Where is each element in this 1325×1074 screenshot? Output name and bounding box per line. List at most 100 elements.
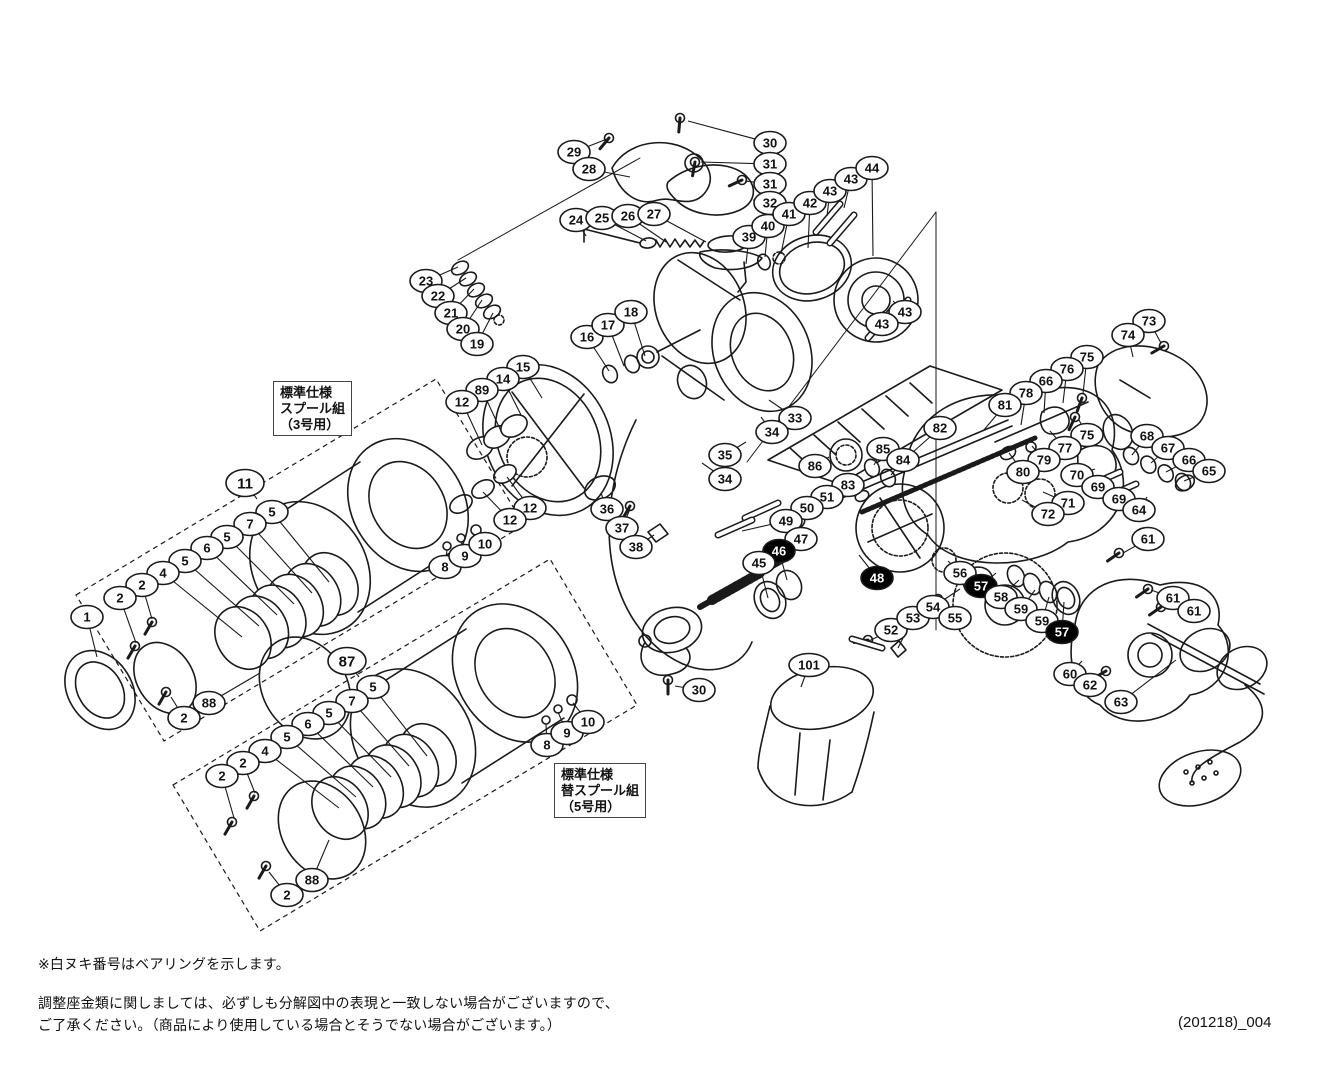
callout-78: 78 [1009,380,1043,406]
svg-text:49: 49 [779,514,793,529]
callout-61: 61 [1131,526,1165,552]
label-standard-spool-3: 標準仕様 スプール組 （3号用） [273,381,353,436]
svg-text:64: 64 [1132,503,1147,518]
callout-31: 31 [753,151,787,177]
svg-text:37: 37 [615,521,629,536]
callout-101: 101 [788,652,830,678]
callout-30: 30 [753,130,787,156]
callout-11: 11 [225,468,265,498]
svg-text:84: 84 [896,453,911,468]
svg-text:8: 8 [543,738,550,753]
callout-28: 28 [572,156,606,182]
callout-62: 62 [1073,672,1107,698]
svg-text:31: 31 [763,177,777,192]
svg-text:19: 19 [470,337,484,352]
svg-text:60: 60 [1063,667,1077,682]
svg-text:50: 50 [800,501,814,516]
callout-30: 30 [682,677,716,703]
callout-63: 63 [1104,689,1138,715]
svg-text:101: 101 [798,658,820,673]
svg-text:9: 9 [563,726,570,741]
label-line: スプール組 [280,401,346,416]
svg-text:51: 51 [820,490,834,505]
svg-text:62: 62 [1083,678,1097,693]
svg-text:30: 30 [763,136,777,151]
svg-text:88: 88 [305,873,319,888]
svg-text:69: 69 [1091,480,1105,495]
svg-text:15: 15 [516,360,530,375]
callout-10: 10 [468,531,502,557]
svg-text:5: 5 [223,530,230,545]
callout-88: 88 [192,690,226,716]
callout-5: 5 [356,674,390,700]
svg-text:81: 81 [998,398,1012,413]
svg-text:2: 2 [218,769,225,784]
svg-text:22: 22 [431,289,445,304]
callout-64: 64 [1122,497,1156,523]
svg-text:42: 42 [803,196,817,211]
svg-text:21: 21 [444,306,458,321]
svg-text:2: 2 [239,756,246,771]
svg-text:68: 68 [1140,429,1154,444]
svg-text:11: 11 [237,475,253,492]
svg-text:85: 85 [876,442,890,457]
svg-text:17: 17 [601,318,615,333]
callout-81: 81 [988,392,1022,418]
label-line: 標準仕様 [561,767,614,782]
svg-text:61: 61 [1141,532,1155,547]
svg-text:77: 77 [1058,441,1072,456]
callout-25: 25 [585,205,619,231]
callout-26: 26 [611,203,645,229]
svg-text:34: 34 [718,472,733,487]
callout-19: 19 [460,331,494,357]
svg-text:44: 44 [865,161,880,176]
svg-text:27: 27 [647,207,661,222]
svg-text:12: 12 [523,501,537,516]
svg-text:69: 69 [1112,492,1126,507]
svg-text:73: 73 [1142,314,1156,329]
callout-17: 17 [591,312,625,338]
callout-49: 49 [769,508,803,534]
svg-text:86: 86 [808,459,822,474]
svg-text:47: 47 [794,532,808,547]
svg-text:32: 32 [763,196,777,211]
svg-text:54: 54 [926,600,941,615]
callout-72: 72 [1031,501,1065,527]
svg-text:2: 2 [116,591,123,606]
svg-text:75: 75 [1080,428,1094,443]
svg-text:43: 43 [844,172,858,187]
callout-88: 88 [295,867,329,893]
label-spare-spool-5: 標準仕様 替スプール組 （5号用） [554,763,647,818]
callout-12: 12 [493,507,527,533]
callout-34: 34 [708,466,742,492]
svg-text:16: 16 [580,330,594,345]
svg-text:58: 58 [994,590,1008,605]
doc-number: (201218)_004 [1178,1014,1272,1031]
svg-text:34: 34 [765,425,780,440]
svg-text:57: 57 [974,579,988,594]
svg-text:87: 87 [339,653,356,670]
svg-text:53: 53 [906,611,920,626]
callout-52: 52 [874,617,908,643]
svg-text:6: 6 [203,541,210,556]
svg-text:43: 43 [898,305,912,320]
svg-text:12: 12 [503,513,517,528]
washer-note-line1: 調整座金類に関しましては、必ずしも分解図中の表現と一致しない場合がございますので… [38,995,619,1011]
callout-5: 5 [270,724,304,750]
svg-text:40: 40 [761,219,775,234]
svg-text:39: 39 [742,230,756,245]
callout-10: 10 [571,709,605,735]
callout-82: 82 [923,415,957,441]
svg-text:20: 20 [456,322,470,337]
svg-text:52: 52 [884,623,898,638]
svg-text:70: 70 [1070,468,1084,483]
washer-note-line2: ご了承ください。（商品により使用している場合とそうでない場合がございます。） [38,1017,562,1033]
svg-text:59: 59 [1014,602,1028,617]
callout-34: 34 [755,419,789,445]
callout-38: 38 [619,534,653,560]
svg-text:8: 8 [441,560,448,575]
svg-text:88: 88 [202,696,216,711]
callout-55: 55 [938,605,972,631]
svg-text:55: 55 [948,611,962,626]
